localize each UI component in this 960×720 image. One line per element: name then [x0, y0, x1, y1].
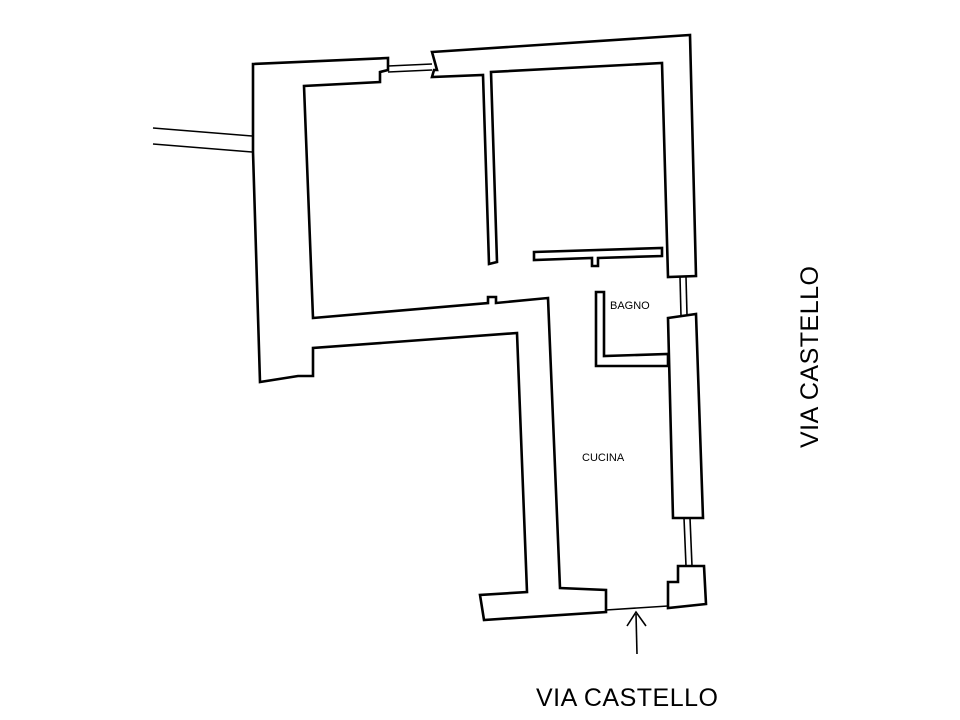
boundary-line-lower	[152, 143, 253, 153]
boundary-line-upper	[152, 127, 253, 137]
wall-east-pier	[666, 312, 705, 520]
entrance-threshold	[605, 605, 669, 611]
east-window-upper-pane-a	[679, 276, 682, 317]
east-window-upper-pane-b	[685, 276, 688, 316]
room-label-kitchen: CUCINA	[582, 452, 625, 464]
wall-partition-upper	[532, 246, 664, 268]
east-window-lower	[683, 517, 693, 567]
east-window-lower-pane-a	[683, 517, 687, 567]
east-window-lower-pane-b	[689, 517, 693, 567]
street-label-right: VIA CASTELLO	[796, 266, 824, 448]
east-window-upper	[679, 276, 688, 317]
street-label-bottom: VIA CASTELLO	[536, 684, 718, 712]
neighbor-boundary	[152, 127, 253, 153]
wall-west-north	[251, 56, 608, 622]
entrance-arrow-shaft	[635, 613, 638, 655]
wall-north-east	[430, 33, 698, 279]
north-window-pane-inner	[387, 69, 433, 73]
entrance	[605, 605, 669, 655]
entrance-arrow-head	[626, 610, 647, 627]
room-label-bathroom: BAGNO	[610, 300, 650, 312]
north-window	[387, 63, 433, 73]
wall-corner-block	[666, 564, 708, 610]
north-window-pane-outer	[387, 63, 433, 67]
